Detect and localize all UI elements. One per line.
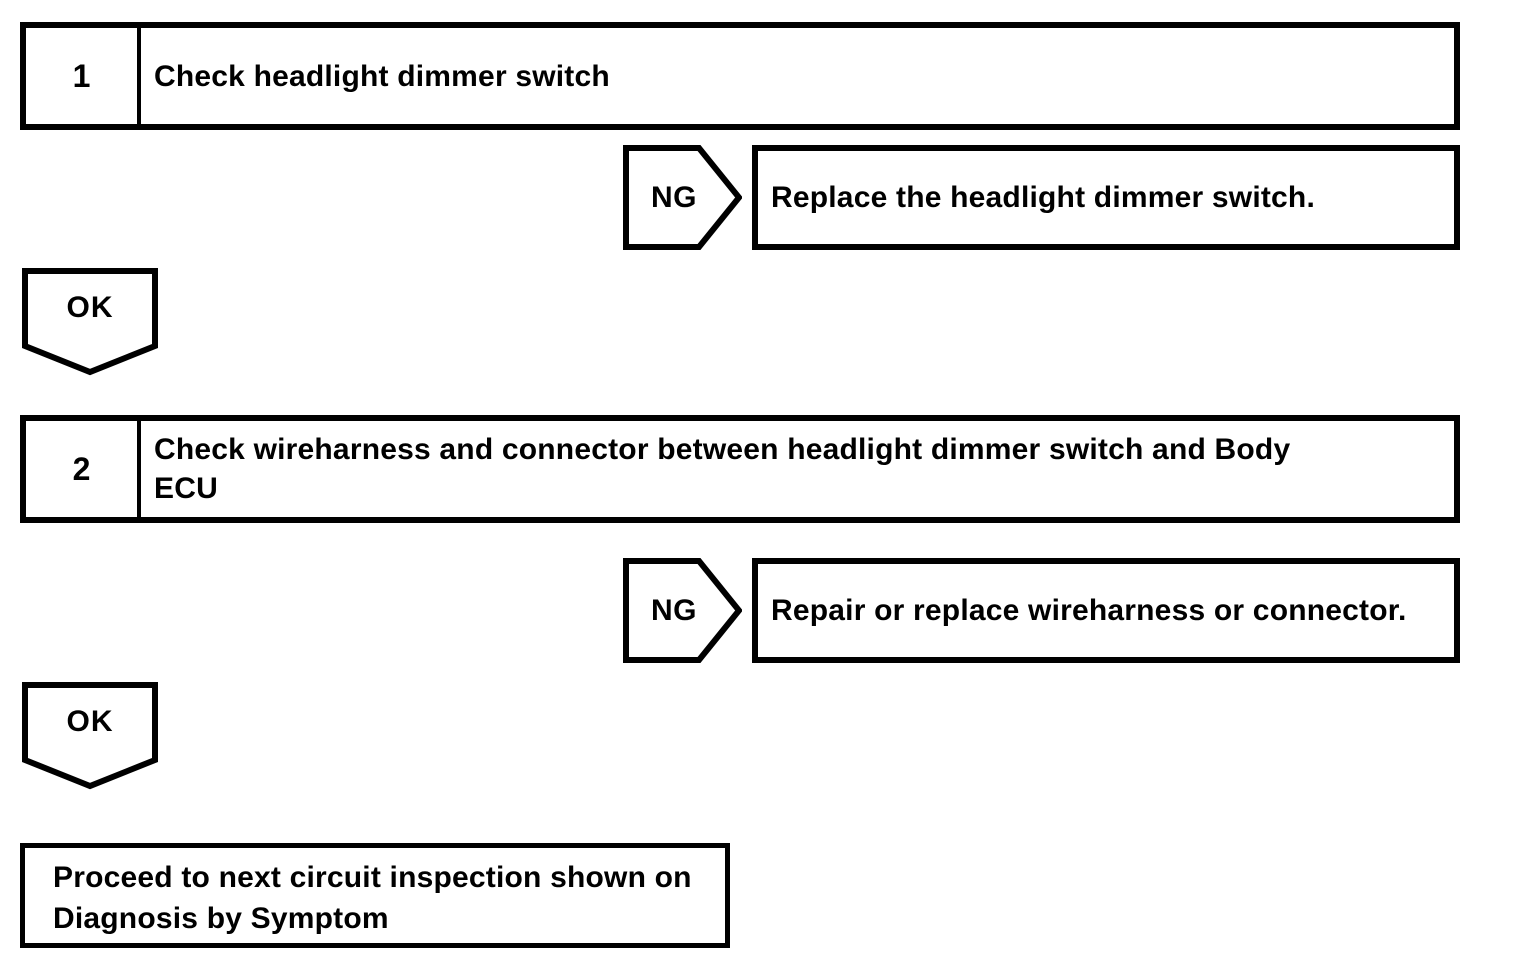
ng-arrow-2: NG	[623, 558, 742, 663]
final-action-box: Proceed to next circuit inspection shown…	[20, 843, 730, 948]
ok-arrow-2: OK	[22, 682, 158, 790]
ng-result-box-2: Repair or replace wireharness or connect…	[752, 558, 1460, 663]
ng-label-1: NG	[651, 180, 697, 214]
step-box-1: 1 Check headlight dimmer switch	[20, 22, 1460, 130]
step-instruction-2: Check wireharness and connector between …	[141, 421, 1454, 517]
final-action-text: Proceed to next circuit inspection shown…	[53, 861, 692, 935]
step-number-cell-2: 2	[26, 421, 141, 517]
ng-pentagon-icon	[623, 558, 742, 663]
ng-pentagon-icon	[623, 145, 742, 250]
ok-label-2: OK	[66, 705, 114, 738]
step-number-1: 1	[72, 57, 91, 94]
ok-arrow-1: OK	[22, 268, 158, 376]
step-instruction-1: Check headlight dimmer switch	[141, 28, 1454, 124]
ng-arrow-1: NG	[623, 145, 742, 250]
step-number-2: 2	[72, 450, 91, 487]
ng-result-box-1: Replace the headlight dimmer switch.	[752, 145, 1460, 250]
ng-result-text-1: Replace the headlight dimmer switch.	[771, 180, 1315, 214]
ng-result-text-2: Repair or replace wireharness or connect…	[771, 593, 1407, 627]
ok-label-1: OK	[66, 291, 114, 324]
step-instruction-text-2: Check wireharness and connector between …	[154, 433, 1291, 505]
step-instruction-text-1: Check headlight dimmer switch	[154, 59, 610, 93]
ng-label-2: NG	[651, 593, 697, 627]
step-box-2: 2 Check wireharness and connector betwee…	[20, 415, 1460, 523]
step-number-cell-1: 1	[26, 28, 141, 124]
ok-pentagon-icon	[22, 268, 158, 376]
ok-pentagon-icon	[22, 682, 158, 790]
